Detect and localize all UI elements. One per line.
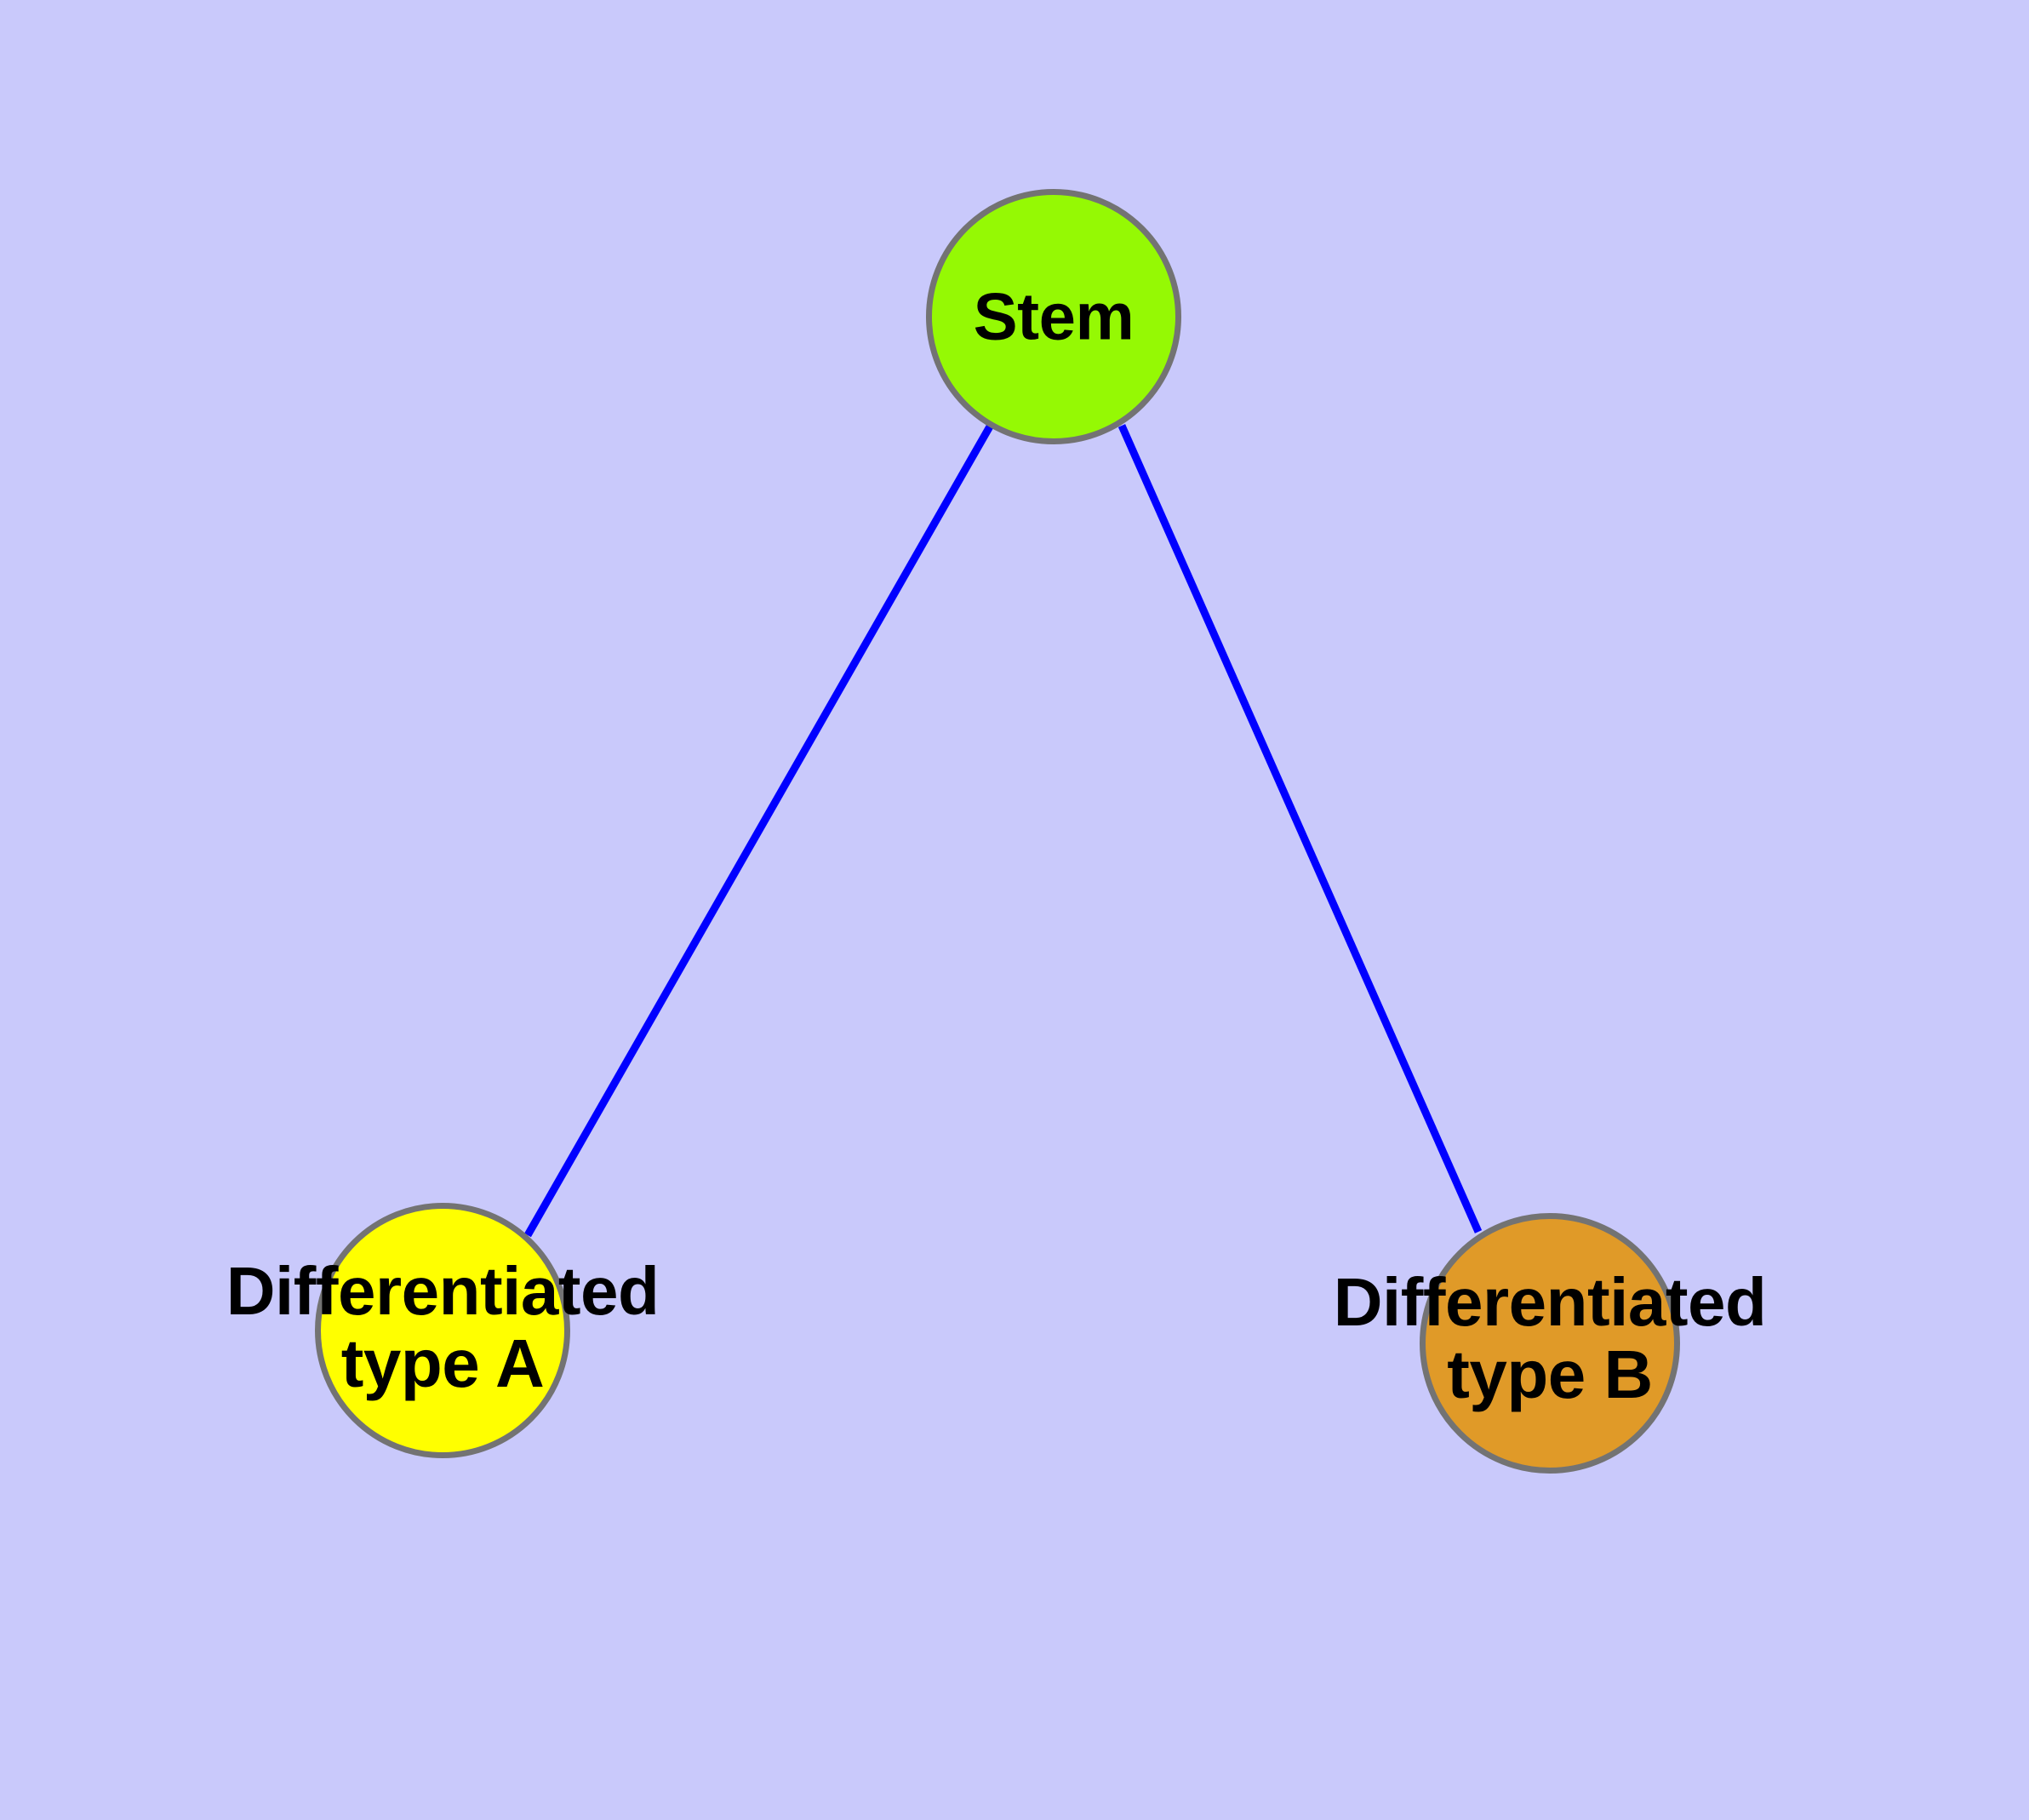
node-circle-diff_b[interactable] [1420, 1213, 1680, 1474]
edge-stem-to-diff-a [524, 424, 993, 1238]
edges-layer [524, 424, 1483, 1238]
edge-stem-to-diff-b [1117, 424, 1483, 1233]
nodes-layer [315, 189, 1680, 1474]
node-circle-diff_a[interactable] [315, 1203, 570, 1458]
node-circle-stem[interactable] [926, 189, 1181, 444]
